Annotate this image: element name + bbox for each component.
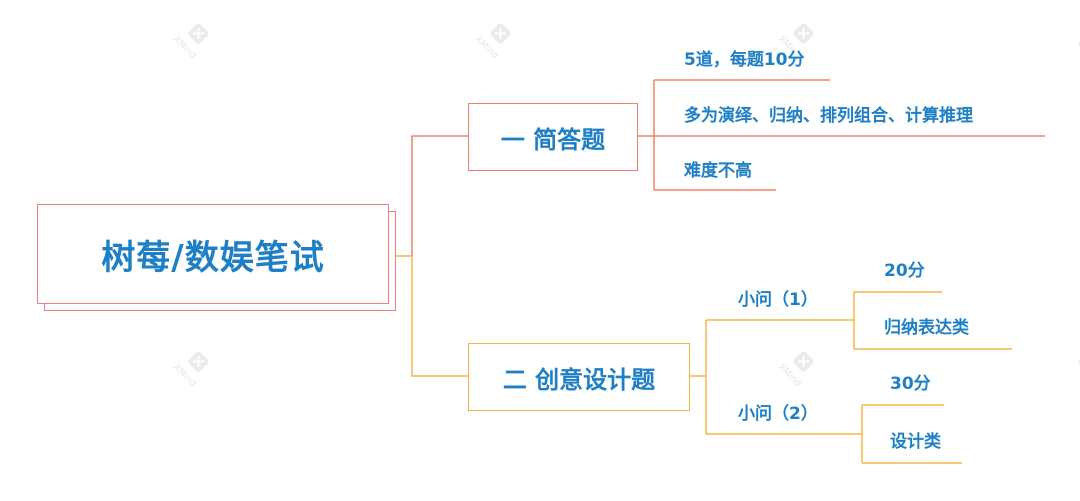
xmind-watermark-icon: XMind	[765, 12, 825, 72]
sub2-points[interactable]: 30分	[890, 374, 931, 394]
sub2-category[interactable]: 设计类	[890, 432, 941, 452]
topic-label: 二 创意设计题	[502, 365, 656, 394]
branch1-connector	[411, 135, 468, 256]
item-difficulty[interactable]: 难度不高	[684, 161, 752, 181]
sub2-bracket	[842, 405, 863, 463]
xmind-watermark-icon	[1050, 340, 1080, 400]
topic-label: 一 简答题	[500, 125, 606, 154]
xmind-watermark-icon	[1050, 22, 1080, 82]
topic1-bracket	[636, 80, 655, 190]
item-question-count[interactable]: 5道，每题10分	[684, 50, 805, 70]
topic-creative-design[interactable]: 二 创意设计题	[468, 343, 690, 411]
topic2-bracket	[688, 320, 707, 434]
sub-question-1[interactable]: 小问（1）	[738, 290, 818, 310]
xmind-watermark-icon: XMind	[462, 12, 522, 72]
sub1-bracket	[836, 292, 855, 349]
root-node[interactable]: 树莓/数娱笔试	[37, 204, 389, 304]
sub-question-2[interactable]: 小问（2）	[738, 404, 818, 424]
topic-short-answer[interactable]: 一 简答题	[468, 103, 638, 171]
sub1-category[interactable]: 归纳表达类	[884, 318, 969, 338]
sub1-points[interactable]: 20分	[884, 261, 925, 281]
xmind-watermark-icon: XMind	[765, 340, 825, 400]
xmind-watermark-icon: XMind	[160, 12, 220, 72]
root-label: 树莓/数娱笔试	[101, 237, 325, 278]
item-question-types[interactable]: 多为演绎、归纳、排列组合、计算推理	[684, 106, 973, 126]
xmind-watermark-icon: XMind	[160, 340, 220, 400]
branch2-connector	[411, 256, 468, 377]
